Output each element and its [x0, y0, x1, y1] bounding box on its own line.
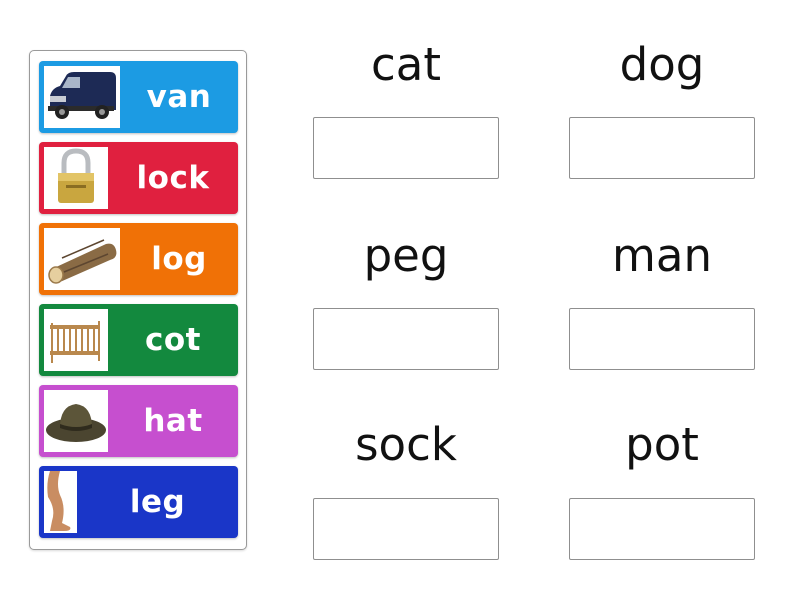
drop-zone[interactable]: [569, 117, 755, 179]
leg-picture-icon: [44, 471, 77, 533]
padlock-picture-icon: [44, 147, 108, 209]
card-lock[interactable]: lock: [39, 142, 238, 214]
card-log[interactable]: log: [39, 223, 238, 295]
drop-zone[interactable]: [313, 498, 499, 560]
target-word: man: [612, 229, 712, 282]
card-label: hat: [143, 403, 203, 439]
van-picture-icon: [44, 66, 120, 128]
cot-picture-icon: [44, 309, 108, 371]
card-label: log: [151, 241, 207, 277]
log-picture-icon: [44, 228, 120, 290]
card-label: cot: [145, 322, 201, 358]
drop-zone[interactable]: [313, 308, 499, 370]
hat-picture-icon: [44, 390, 108, 452]
target-word: dog: [619, 38, 705, 91]
card-van[interactable]: van: [39, 61, 238, 133]
card-label: van: [146, 79, 212, 115]
card-cot[interactable]: cot: [39, 304, 238, 376]
drop-zone[interactable]: [569, 498, 755, 560]
card-label: lock: [136, 160, 210, 196]
drop-zone[interactable]: [313, 117, 499, 179]
answer-cards-panel: van lock log: [29, 50, 247, 550]
card-hat[interactable]: hat: [39, 385, 238, 457]
drop-zone[interactable]: [569, 308, 755, 370]
card-leg[interactable]: leg: [39, 466, 238, 538]
target-word: peg: [363, 229, 449, 282]
target-word: cat: [371, 38, 441, 91]
card-label: leg: [129, 484, 186, 520]
target-word: sock: [355, 418, 457, 471]
target-word: pot: [625, 418, 699, 471]
